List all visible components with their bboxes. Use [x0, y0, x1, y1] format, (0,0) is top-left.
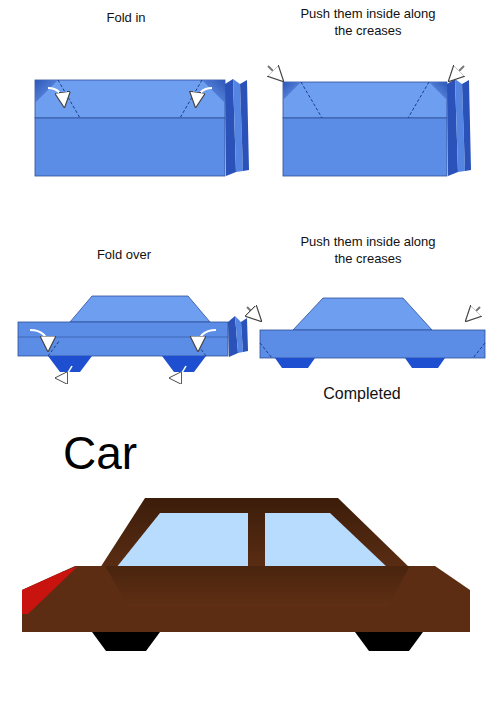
step-caption: Fold in [56, 10, 196, 27]
car-picture [22, 498, 470, 651]
page-title: Car [63, 430, 137, 476]
step-fold-over [18, 296, 248, 378]
step-fold-in [35, 79, 249, 176]
completed-label: Completed [282, 384, 442, 405]
step-push-corners [268, 66, 471, 176]
step-completed [247, 298, 485, 368]
step-caption: Push them inside along the creases [298, 234, 438, 268]
step-caption: Push them inside along the creases [298, 6, 438, 40]
step-caption: Fold over [54, 247, 194, 264]
